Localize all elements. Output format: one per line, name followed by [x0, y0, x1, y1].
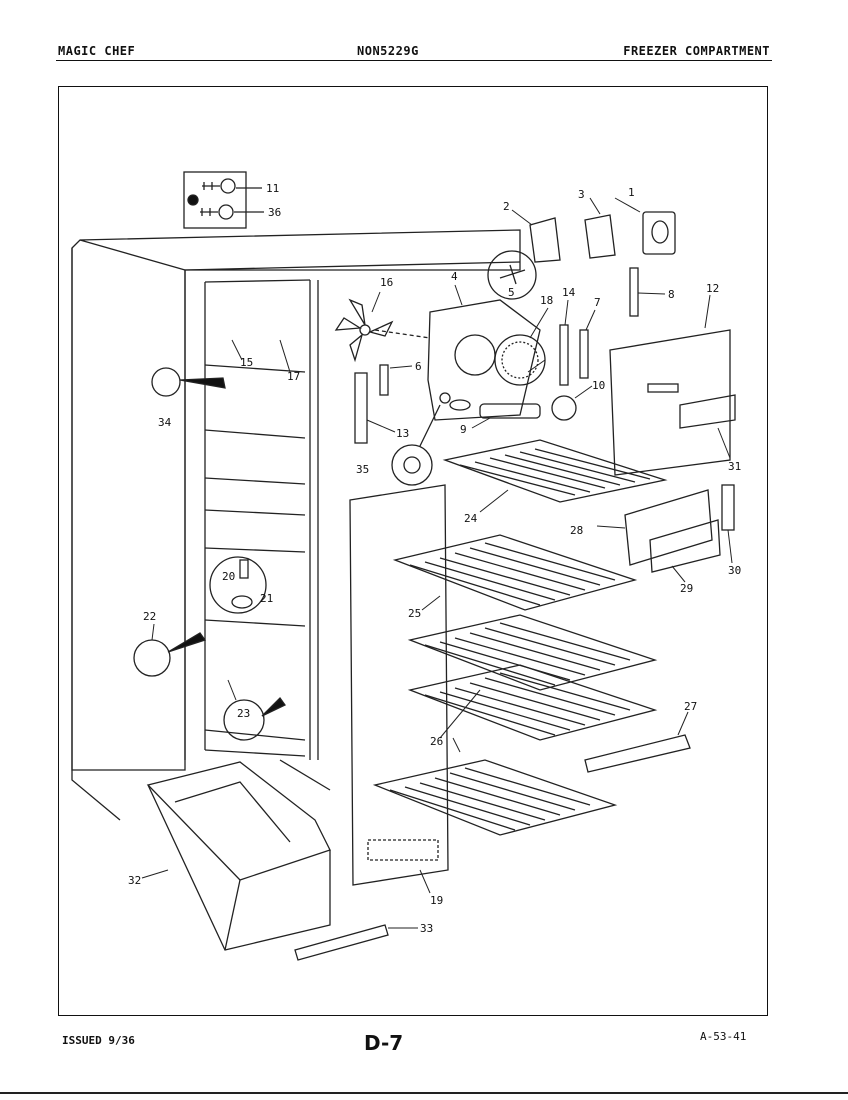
label-part-15: 15: [240, 356, 253, 369]
label-part-5: 5: [508, 286, 515, 299]
label-part-22: 22: [143, 610, 156, 623]
label-part-31: 31: [728, 460, 741, 473]
strips-6-7-14: [354, 324, 589, 444]
label-part-18: 18: [540, 294, 553, 307]
header-model: NON5229G: [357, 44, 419, 58]
diagram-frame: [58, 86, 768, 1016]
label-part-13: 13: [396, 427, 409, 440]
label-part-7: 7: [594, 296, 601, 309]
light-bulb-10: [479, 395, 577, 421]
label-part-28: 28: [570, 524, 583, 537]
footer-issued: ISSUED 9/36: [62, 1034, 135, 1047]
zoom-circle-23: [223, 696, 286, 741]
part-labels: 11 36 1 2 3 4 5 6 7 8 9 10 12 13 14 15 1…: [128, 182, 741, 935]
label-part-32: 32: [128, 874, 141, 887]
shelf-25: [392, 534, 638, 611]
divider-panel-19: [349, 484, 449, 886]
header-brand: MAGIC CHEF: [58, 44, 136, 58]
label-part-1: 1: [628, 186, 635, 199]
leader-lines: [141, 197, 733, 929]
label-part-36: 36: [268, 206, 281, 219]
shelf-24: [442, 439, 668, 503]
label-part-4: 4: [451, 270, 458, 283]
label-part-12: 12: [706, 282, 719, 295]
label-part-30: 30: [728, 564, 741, 577]
zoom-circle-35: [391, 404, 441, 486]
label-part-24: 24: [464, 512, 478, 525]
label-part-23: 23: [237, 707, 250, 720]
shelf-26-upper: [407, 614, 658, 691]
trim-strip-27: [584, 734, 691, 773]
footer-code: A-53-41: [700, 1030, 747, 1043]
magnified-part-5: [487, 250, 537, 300]
basket-28-29: [624, 484, 735, 573]
label-part-26: 26: [430, 735, 443, 748]
label-part-21: 21: [260, 592, 273, 605]
label-part-33: 33: [420, 922, 433, 935]
fan-blade-16: [334, 298, 431, 363]
label-part-9: 9: [460, 423, 467, 436]
label-part-25: 25: [408, 607, 421, 620]
label-part-19: 19: [430, 894, 443, 907]
label-part-35: 35: [356, 463, 369, 476]
header-section: FREEZER COMPARTMENT: [623, 44, 770, 58]
brackets-1-2-3: [529, 211, 676, 317]
cabinet-body: [71, 229, 521, 821]
footer-page-number: D-7: [364, 1031, 404, 1055]
zoom-circle-34: [151, 367, 226, 397]
label-part-11: 11: [266, 182, 279, 195]
label-part-20: 20: [222, 570, 235, 583]
label-part-3: 3: [578, 188, 585, 201]
label-part-17: 17: [287, 370, 300, 383]
label-part-8: 8: [668, 288, 675, 301]
trim-strip-33: [294, 924, 389, 961]
fan-bracket-4: [427, 299, 546, 421]
zoom-circle-22: [133, 632, 207, 677]
label-part-29: 29: [680, 582, 693, 595]
header-rule: [56, 60, 772, 61]
label-part-6: 6: [415, 360, 422, 373]
label-part-14: 14: [562, 286, 576, 299]
ice-bin-32: [146, 761, 331, 951]
label-part-27: 27: [684, 700, 697, 713]
zoom-circle-20-21: [209, 556, 267, 614]
bottom-rule: [0, 1092, 848, 1094]
shelf-bottom: [372, 759, 618, 836]
label-part-16: 16: [380, 276, 393, 289]
label-part-2: 2: [503, 200, 510, 213]
label-part-10: 10: [592, 379, 605, 392]
shelf-26-lower: [407, 664, 658, 741]
rear-panel-12: [609, 329, 736, 476]
label-part-34: 34: [158, 416, 172, 429]
parts-box-11-36: [183, 171, 264, 229]
